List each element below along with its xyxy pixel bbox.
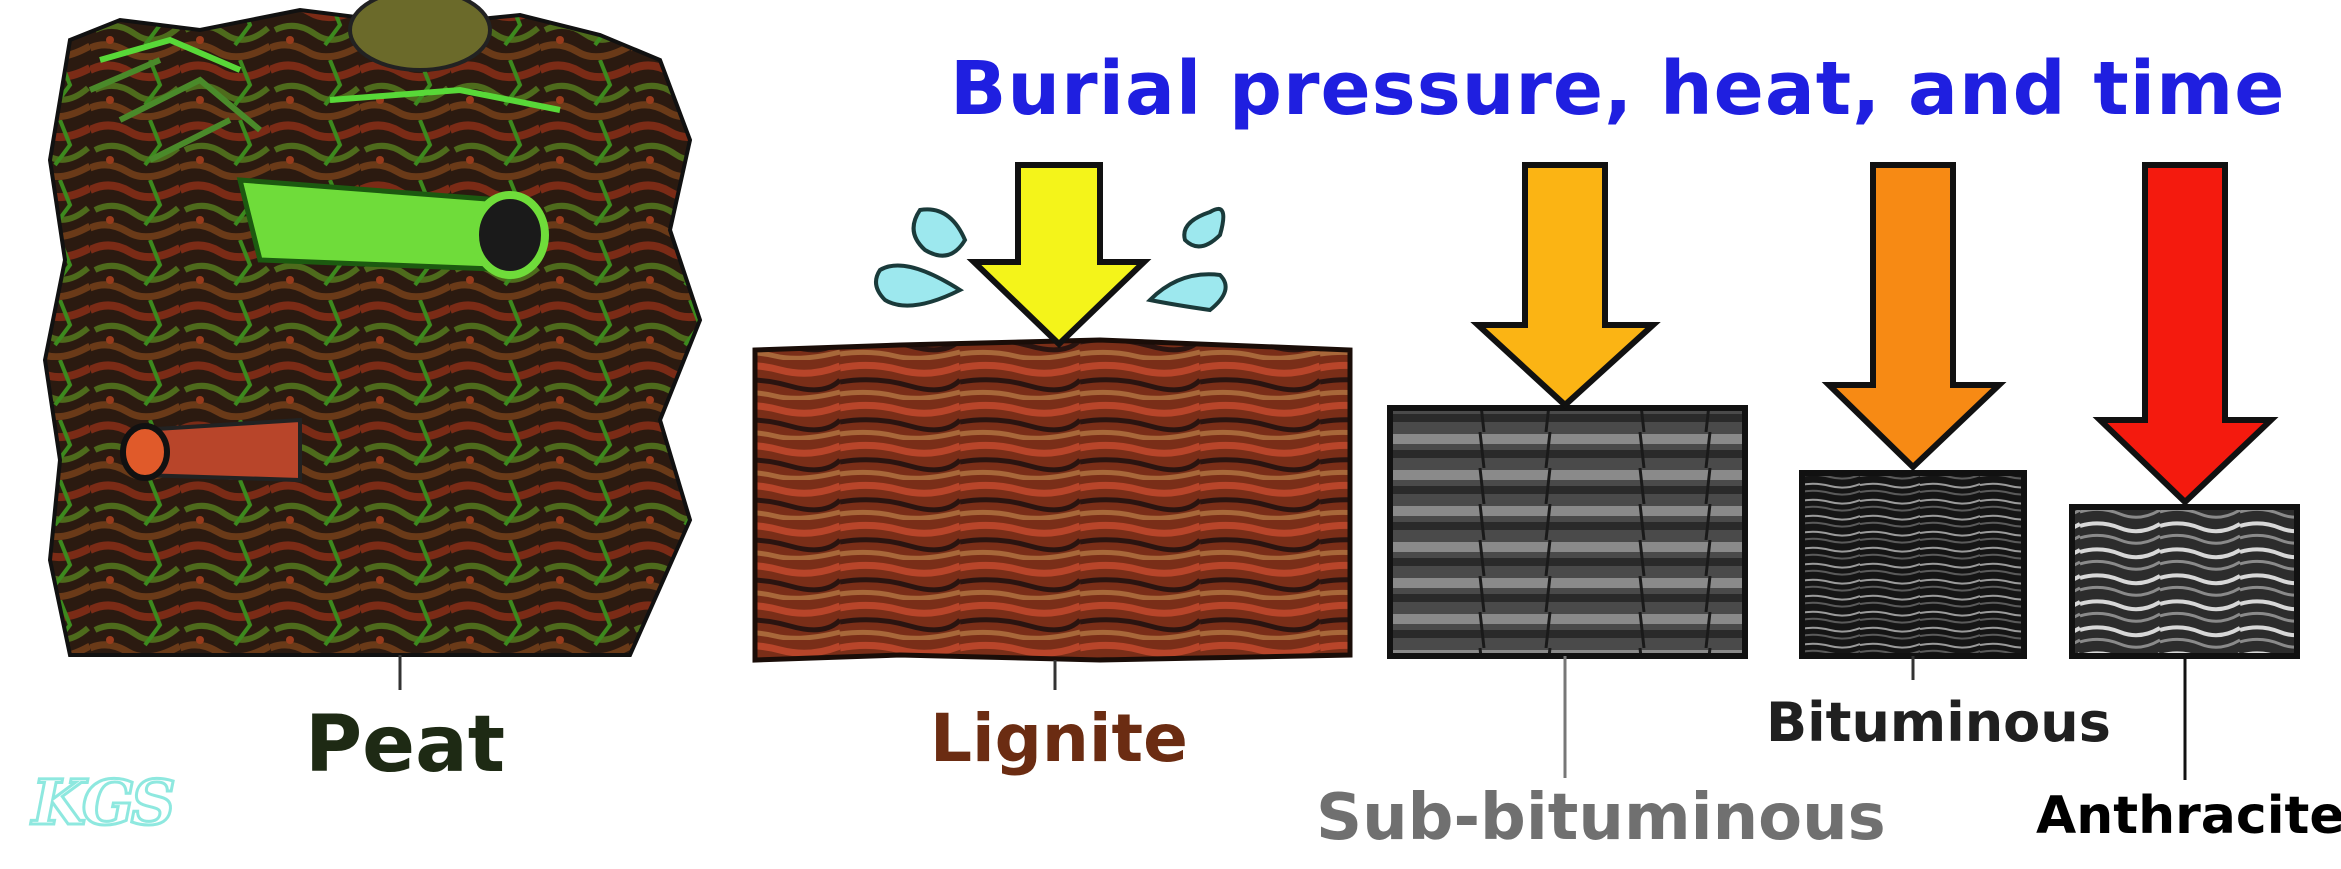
label-lignite: Lignite — [930, 700, 1188, 777]
sub-bituminous-block — [1387, 405, 1748, 778]
peat-block — [42, 0, 703, 690]
label-bituminous: Bituminous — [1766, 691, 2111, 754]
kgs-logo: KGS — [31, 766, 178, 839]
bituminous-block — [1799, 470, 2027, 680]
lignite-block — [752, 337, 1353, 690]
label-peat: Peat — [305, 700, 505, 790]
stump-icon — [348, 0, 492, 72]
diagram-title: Burial pressure, heat, and time — [950, 46, 2286, 132]
pressure-arrow-lignite — [966, 162, 1152, 349]
water-drops — [874, 206, 1228, 313]
label-sub-bituminous: Sub-bituminous — [1316, 781, 1886, 855]
pressure-arrows — [966, 162, 2279, 507]
pressure-arrow-anthracite — [2092, 162, 2279, 507]
label-anthracite: Anthracite — [2036, 786, 2341, 846]
pressure-arrow-sub-bituminous — [1470, 162, 1661, 410]
anthracite-block — [2069, 504, 2300, 780]
pressure-arrow-bituminous — [1821, 162, 2007, 472]
